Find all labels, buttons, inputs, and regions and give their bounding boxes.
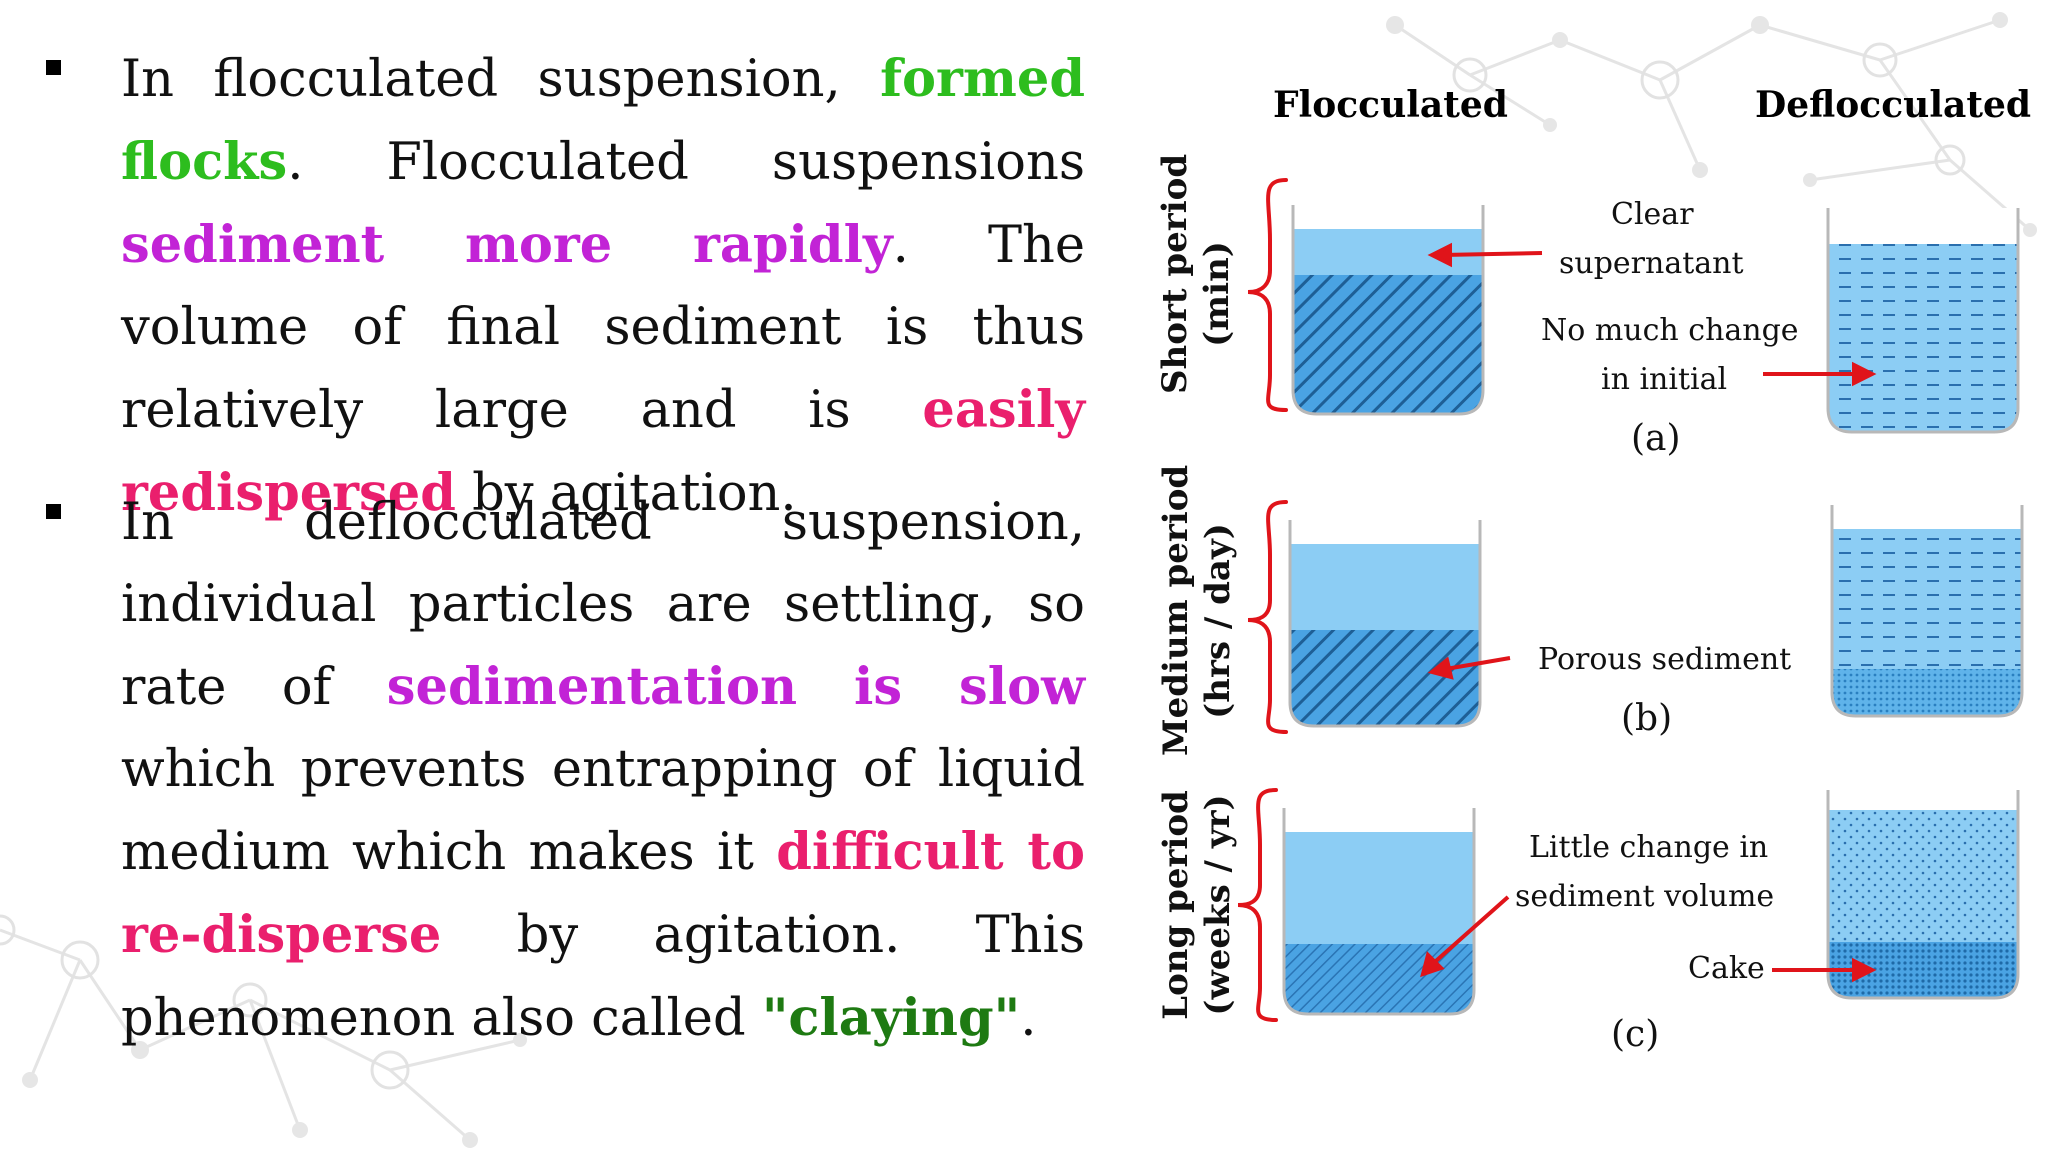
beaker-flocculated-short — [1291, 205, 1485, 416]
label-no-much-change: No much change — [1541, 313, 1799, 348]
bullet-square-icon — [46, 504, 61, 519]
brace-short-period — [1247, 178, 1288, 412]
panel-letter-b: (b) — [1621, 698, 1673, 739]
text-run: by agitation. — [455, 464, 797, 523]
label-sediment-volume: sediment volume — [1515, 879, 1775, 914]
text-run: In flocculated suspension, — [121, 50, 881, 109]
text-run: . Flocculated suspensions — [287, 133, 1085, 192]
highlighted-phrase: formed flocks — [121, 49, 1085, 192]
bullet-flocculated: In flocculated suspension, formed flocks… — [46, 38, 1086, 535]
beaker-flocculated-long — [1282, 808, 1476, 1016]
highlighted-phrase: sediment more rapidly — [121, 215, 893, 275]
column-title-flocculated: Flocculated — [1273, 84, 1508, 126]
highlighted-phrase: "claying" — [761, 988, 1021, 1048]
text-run: . The volume of final sediment is thus r… — [121, 216, 1085, 440]
bullet-square-icon — [46, 60, 61, 75]
brace-long-period — [1237, 788, 1278, 1022]
label-supernatant: supernatant — [1559, 246, 1744, 281]
highlighted-phrase: easily redispersed — [121, 380, 1085, 523]
column-title-deflocculated: Deflocculated — [1755, 84, 2032, 126]
brace-medium-period — [1247, 500, 1288, 734]
arrow-porous-sediment — [1439, 656, 1511, 672]
label-clear: Clear — [1611, 197, 1694, 232]
label-cake: Cake — [1688, 951, 1765, 986]
bullet-text-deflocculated: In deflocculated suspension, individual … — [121, 482, 1085, 1060]
text-run: which prevents entrapping of liquid medi… — [121, 740, 1085, 882]
beaker-deflocculated-short — [1826, 208, 2020, 434]
sedimentation-diagram: Flocculated Deflocculated Short period (… — [1110, 0, 2048, 1152]
arrow-clear-supernatant — [1441, 251, 1543, 257]
text-run: . — [1020, 989, 1037, 1048]
beaker-deflocculated-medium — [1830, 505, 2024, 718]
bullet-deflocculated: In deflocculated suspension, individual … — [46, 482, 1086, 1060]
text-run: In deflocculated suspension, individual … — [121, 493, 1085, 717]
highlighted-phrase: difficult to re-disperse — [121, 822, 1085, 965]
highlighted-phrase: sedimentation is slow — [386, 657, 1086, 717]
bullet-text-flocculated: In flocculated suspension, formed flocks… — [121, 38, 1085, 535]
label-porous-sediment: Porous sediment — [1538, 642, 1792, 677]
panel-letter-a: (a) — [1631, 418, 1681, 459]
text-run: by agitation. This phenomenon also calle… — [121, 906, 1085, 1048]
beaker-flocculated-medium — [1288, 520, 1482, 728]
arrow-little-change — [1426, 895, 1510, 970]
beakers-drawing — [1237, 178, 2024, 1022]
panel-letter-c: (c) — [1611, 1014, 1660, 1055]
label-in-initial: in initial — [1601, 362, 1728, 397]
label-little-change: Little change in — [1529, 830, 1769, 865]
